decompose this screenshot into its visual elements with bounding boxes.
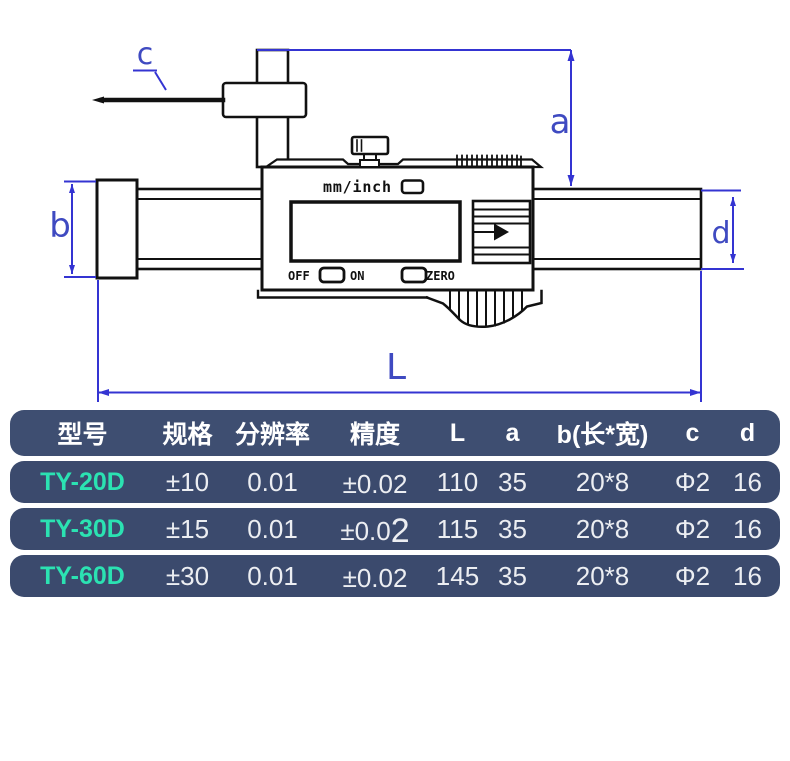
cell-a: 35: [498, 513, 527, 544]
header-precision: 精度: [349, 421, 400, 449]
dim-d-label: d: [711, 216, 730, 251]
cell-spec: ±10: [165, 466, 210, 497]
table-row-ty60d: TY-60D ±30 0.01 ±0.02 145 35 20*8 Φ2 16: [10, 555, 780, 597]
cell-a: 35: [498, 466, 527, 497]
cell-L: 115: [436, 513, 479, 544]
cell-c: Φ2: [674, 560, 711, 591]
cell-model: TY-20D: [40, 467, 125, 496]
dimension-d: d: [701, 189, 744, 270]
zero-button: [400, 266, 428, 284]
header-resolution: 分辨率: [234, 421, 310, 449]
header-L: L: [449, 418, 466, 447]
precision-value: ±0.02: [342, 468, 408, 499]
cell-b: 20*8: [575, 466, 630, 497]
lock-screw: [350, 135, 390, 168]
cell-b: 20*8: [575, 560, 630, 591]
main-beam-right: [531, 187, 703, 271]
table-row-ty30d: TY-30D ±15 0.01 ±0.02 115 35 20*8 Φ2 16: [10, 508, 780, 550]
cell-model: TY-60D: [40, 561, 125, 590]
spec-table: 型号 规格 分辨率 精度 L a b(长*宽) c d TY-20D ±10 0…: [10, 410, 780, 597]
on-button: [318, 266, 346, 284]
knurl-grip: [456, 154, 522, 167]
cell-resolution: 0.01: [247, 513, 298, 544]
cell-precision: ±0.02: [320, 511, 430, 550]
probe-needle: [92, 96, 226, 104]
cell-spec: ±30: [165, 560, 210, 591]
lcd-screen: [289, 200, 462, 263]
dimension-L: L: [97, 271, 702, 402]
cell-precision: ±0.02: [320, 559, 430, 594]
dim-c-label: c: [137, 37, 154, 72]
header-c: c: [685, 418, 700, 447]
unit-toggle-button: [400, 179, 425, 195]
cell-L: 110: [436, 466, 479, 497]
cell-c: Φ2: [674, 466, 711, 497]
probe-clamp: [221, 81, 308, 119]
dim-a-label: a: [550, 102, 571, 142]
table-row-ty20d: TY-20D ±10 0.01 ±0.02 110 35 20*8 Φ2 16: [10, 461, 780, 503]
main-beam-left: [135, 187, 264, 271]
cell-d: 16: [733, 466, 762, 497]
caliper-diagram: mm/inch OFF ON ZERO a b c: [49, 37, 744, 402]
precision-value: ±0.0: [340, 515, 391, 546]
power-controls: OFF ON ZERO: [288, 266, 455, 284]
header-a: a: [505, 418, 520, 447]
off-label: OFF: [288, 269, 310, 283]
header-d: d: [739, 418, 756, 447]
cell-d: 16: [733, 513, 762, 544]
caliper-drawing: mm/inch OFF ON ZERO a b c: [49, 37, 744, 402]
dim-b-label: b: [49, 206, 71, 246]
dimension-b: b: [49, 180, 96, 278]
grip-tab: [256, 289, 543, 328]
zero-label: ZERO: [426, 269, 455, 283]
cell-resolution: 0.01: [247, 466, 298, 497]
cell-model: TY-30D: [40, 514, 125, 543]
cell-a: 35: [498, 560, 527, 591]
dim-L-label: L: [386, 347, 406, 388]
left-anvil: [95, 178, 139, 280]
cell-d: 16: [733, 560, 762, 591]
thumbwheel: [471, 199, 532, 265]
header-b: b(长*宽): [556, 421, 649, 449]
cell-resolution: 0.01: [247, 560, 298, 591]
on-label: ON: [350, 269, 364, 283]
dimension-c: c: [133, 37, 167, 91]
cell-b: 20*8: [575, 513, 630, 544]
precision-value: ±0.02: [342, 562, 408, 593]
header-spec: 规格: [162, 421, 213, 449]
cell-L: 145: [435, 560, 480, 591]
dimension-a: a: [257, 49, 575, 186]
cell-spec: ±15: [165, 513, 210, 544]
cell-precision: ±0.02: [320, 465, 430, 500]
unit-toggle-label: mm/inch: [323, 178, 392, 196]
cell-c: Φ2: [674, 513, 711, 544]
header-model: 型号: [57, 421, 108, 449]
spec-table-header: 型号 规格 分辨率 精度 L a b(长*宽) c d: [10, 410, 780, 456]
precision-suffix: 2: [390, 511, 410, 550]
wheel-arrow-icon: [494, 223, 509, 241]
